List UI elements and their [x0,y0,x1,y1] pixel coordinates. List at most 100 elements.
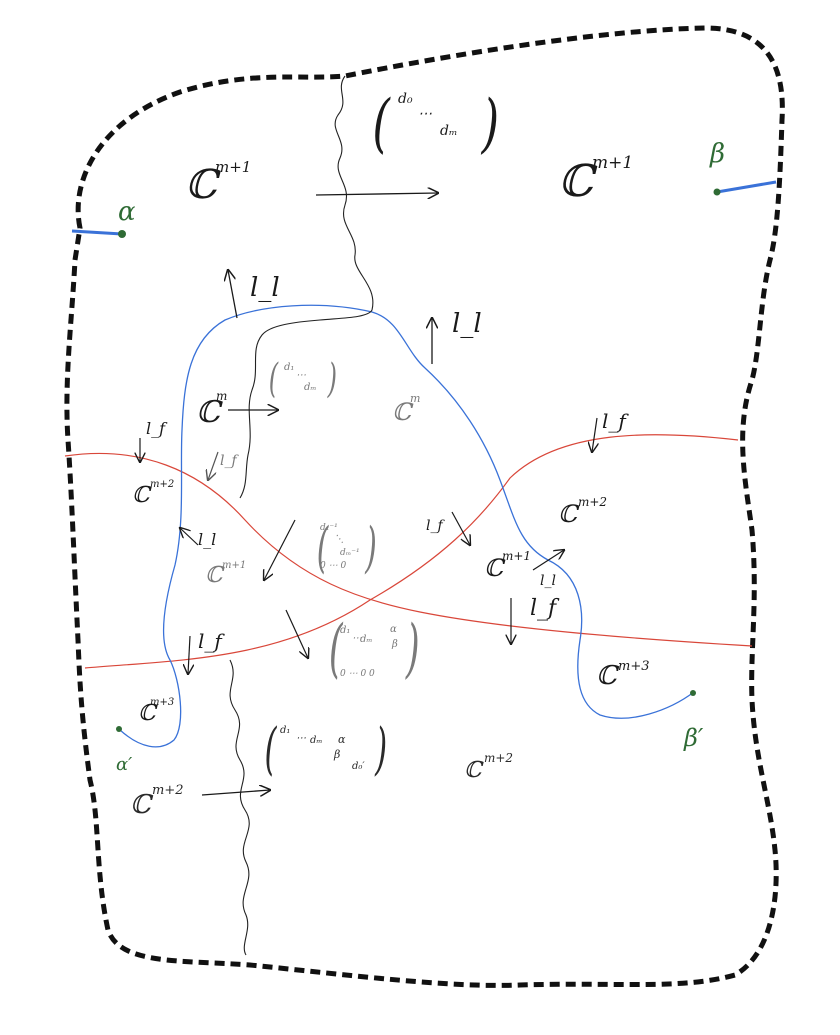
region-label-right-mid: ℂ m+2 [558,495,607,528]
alpha-prime-point [116,726,122,732]
alpha-point [118,230,126,238]
region-label-lower-left: ℂ m+3 [138,697,174,726]
label-lf-lower-left: l_f [198,629,225,653]
vector-top: ( d₀ ⋯ dₘ ) [372,87,499,161]
svg-text:m: m [216,389,227,403]
region-label-left-mid: ℂ m+2 [132,479,174,508]
label-lf-inner-right: l_f [426,518,445,534]
svg-text:m+2: m+2 [484,751,513,765]
label-beta: β [709,139,725,169]
svg-text:ℂ: ℂ [196,395,223,430]
svg-text:m+3: m+3 [618,659,650,674]
matrix-inner: ( d₁⁻¹ ⋱ dₘ⁻¹ 0 ⋯ 0 ) [317,518,377,580]
region-label-inner-right: ℂ m+1 [484,549,531,582]
arrow-bottom-left [201,790,270,795]
svg-text:d₁: d₁ [284,362,294,373]
label-alpha-prime: α′ [116,754,132,775]
svg-text:m+3: m+3 [150,697,174,708]
label-lf-right-top: l_f [602,409,629,433]
label-ll-top-left: l_l [250,273,280,303]
svg-text:⋯: ⋯ [352,633,362,644]
svg-text:): ) [365,518,377,580]
arrow-top-middle [315,193,438,195]
label-lf-left2: l_f [220,453,239,469]
red-curve-upper [64,452,753,647]
label-ll-right: l_l [540,573,556,589]
svg-text:ℂ: ℂ [132,483,152,508]
svg-text:⋯: ⋯ [418,106,432,122]
wavy-line-bottom [229,659,250,956]
svg-text:(: ( [317,518,329,580]
svg-text:m+2: m+2 [150,479,174,490]
svg-text:(: ( [372,87,391,161]
label-alpha: α [118,197,136,227]
svg-text:d₁⁻¹: d₁⁻¹ [320,523,338,533]
svg-text:ℂ: ℂ [558,156,598,207]
arrow-inner-down-left [264,519,296,580]
region-label-bottom-left: ℂ m+2 [130,783,184,820]
label-lf-left: l_f [146,419,168,438]
svg-text:dₘ: dₘ [310,735,323,746]
svg-text:d₁: d₁ [340,625,350,636]
svg-text:dₘ: dₘ [304,382,317,393]
matrix-mid-lower: ( d₁ ⋯ dₘ α β 0 ⋯ 0 0 ) [329,612,420,686]
label-beta-prime: β′ [683,724,704,752]
svg-text:ℂ: ℂ [205,563,225,588]
svg-text:dₘ: dₘ [440,123,458,139]
svg-text:d₀: d₀ [398,91,413,107]
svg-text:ℂ: ℂ [464,758,484,783]
red-curve-lower [84,434,739,669]
arrow-mid-lower-diag [285,609,308,658]
svg-text:): ) [481,87,499,161]
svg-text:⋯: ⋯ [296,370,306,381]
region-label-inner-left: ℂ m+1 [205,560,246,588]
svg-text:dₘ: dₘ [360,634,373,645]
arrow-lf-inner-right [451,511,470,545]
arrow-ll-mid-left [180,528,199,546]
svg-text:m: m [410,392,420,405]
vector-center: ( d₁ ⋯ dₘ ) [269,354,337,401]
svg-text:ℂ: ℂ [596,661,620,691]
blue-segment-beta [716,180,777,194]
arrow-ll-right [532,550,564,571]
beta-prime-point [690,690,696,696]
svg-text:m+2: m+2 [152,783,184,798]
svg-text:0 ⋯ 0 0: 0 ⋯ 0 0 [340,669,375,679]
label-ll-mid-left: l_l [198,530,216,549]
blue-curve-main [119,304,695,748]
svg-text:β: β [333,748,340,761]
vector-bottom: ( d₁ ⋯ dₘ α β d₀′ ) [265,716,388,782]
svg-text:dₘ⁻¹: dₘ⁻¹ [340,548,360,558]
svg-text:ℂ: ℂ [392,398,414,426]
arrow-lf-lower-left [188,635,190,674]
svg-text:0 ⋯ 0: 0 ⋯ 0 [320,561,346,571]
svg-text:ℂ: ℂ [138,701,158,726]
blue-segment-alpha [71,229,123,236]
region-label-bottom-right: ℂ m+2 [464,751,513,783]
arrow-ll-top-left [228,270,238,319]
region-label-top-right: ℂ m+1 [558,153,633,207]
region-label-lower-right: ℂ m+3 [596,659,650,691]
svg-text:m+1: m+1 [502,549,531,563]
svg-text:ℂ: ℂ [130,790,154,820]
svg-text:d₁: d₁ [280,725,290,736]
svg-text:(: ( [265,716,278,782]
svg-text:ℂ: ℂ [558,500,580,528]
svg-text:d₀′: d₀′ [352,761,365,772]
arrow-lf-left2 [208,451,219,480]
label-lf-right-bottom: l_f [530,596,560,621]
svg-text:⋱: ⋱ [334,534,344,545]
label-ll-top-right: l_l [452,309,482,339]
svg-text:): ) [374,716,387,782]
arrow-lf-right-top [592,417,597,452]
svg-text:α: α [338,733,346,746]
beta-point [713,188,721,196]
svg-text:m+1: m+1 [222,560,246,571]
dashed-boundary [64,25,785,988]
svg-text:m+1: m+1 [215,158,251,176]
svg-text:(: ( [329,612,344,686]
region-label-top-left: ℂ m+1 [185,158,251,208]
region-label-center-right: ℂ m [392,392,420,426]
